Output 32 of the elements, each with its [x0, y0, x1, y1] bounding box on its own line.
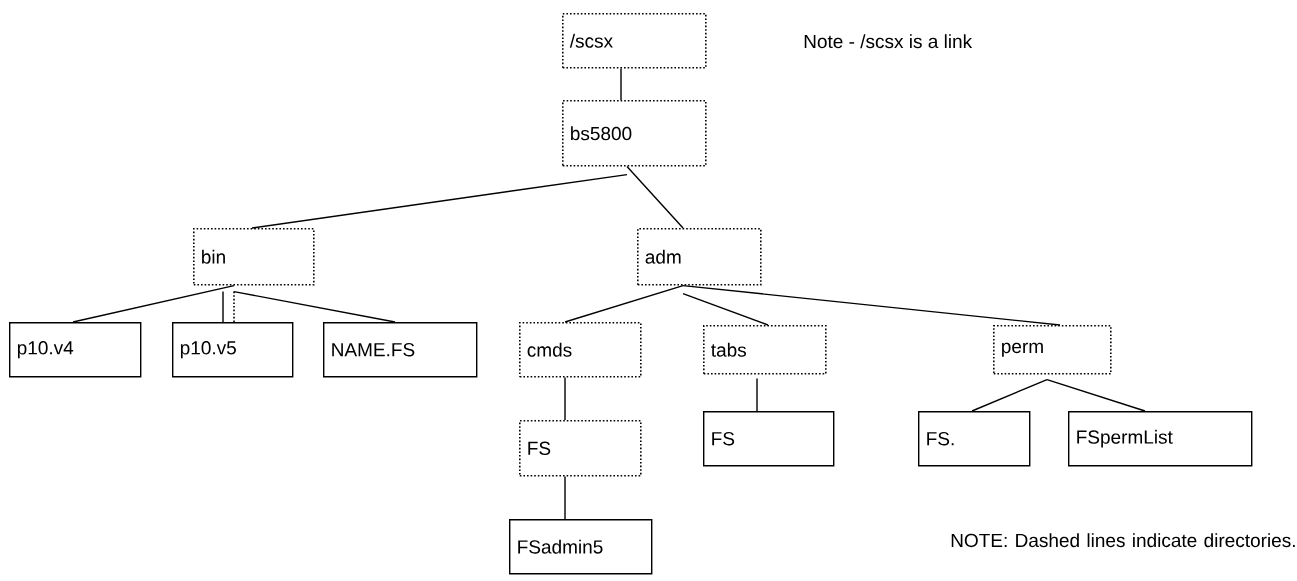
- file-box: FS: [703, 411, 835, 467]
- connector-line: [682, 284, 1061, 326]
- connector-line: [626, 165, 684, 229]
- note-text: NOTE: Dashed lines indicate directories.: [951, 533, 1295, 548]
- connector-line: [233, 290, 396, 323]
- file-box: p10.v5: [172, 322, 294, 378]
- dotted-connector: [233, 290, 235, 323]
- file-box: FSadmin5: [509, 519, 653, 575]
- connector-line: [682, 292, 769, 326]
- connector-line: [1046, 378, 1146, 412]
- connector-line: [564, 284, 684, 323]
- directory-box: bin: [193, 228, 315, 286]
- connector-line: [222, 290, 224, 323]
- connector-line: [564, 475, 566, 520]
- file-box: FSpermList: [1068, 411, 1253, 467]
- directory-box: tabs: [703, 325, 827, 375]
- connector-line: [620, 67, 622, 101]
- connector-line: [756, 377, 758, 412]
- connector-line: [564, 376, 566, 421]
- connector-line: [971, 378, 1048, 412]
- directory-box: cmds: [519, 322, 642, 378]
- file-box: p10.v4: [9, 322, 142, 378]
- file-box: FS.: [918, 411, 1031, 467]
- directory-box: adm: [637, 228, 762, 286]
- directory-box: perm: [993, 325, 1112, 375]
- connector-line: [72, 284, 235, 323]
- connector-line: [251, 173, 628, 229]
- file-box: NAME.FS: [323, 322, 478, 378]
- directory-box: bs5800: [562, 100, 707, 167]
- directory-box: /scsx: [562, 13, 707, 69]
- directory-box: FS: [519, 420, 642, 477]
- note-text: Note - /scsx is a link: [804, 34, 973, 49]
